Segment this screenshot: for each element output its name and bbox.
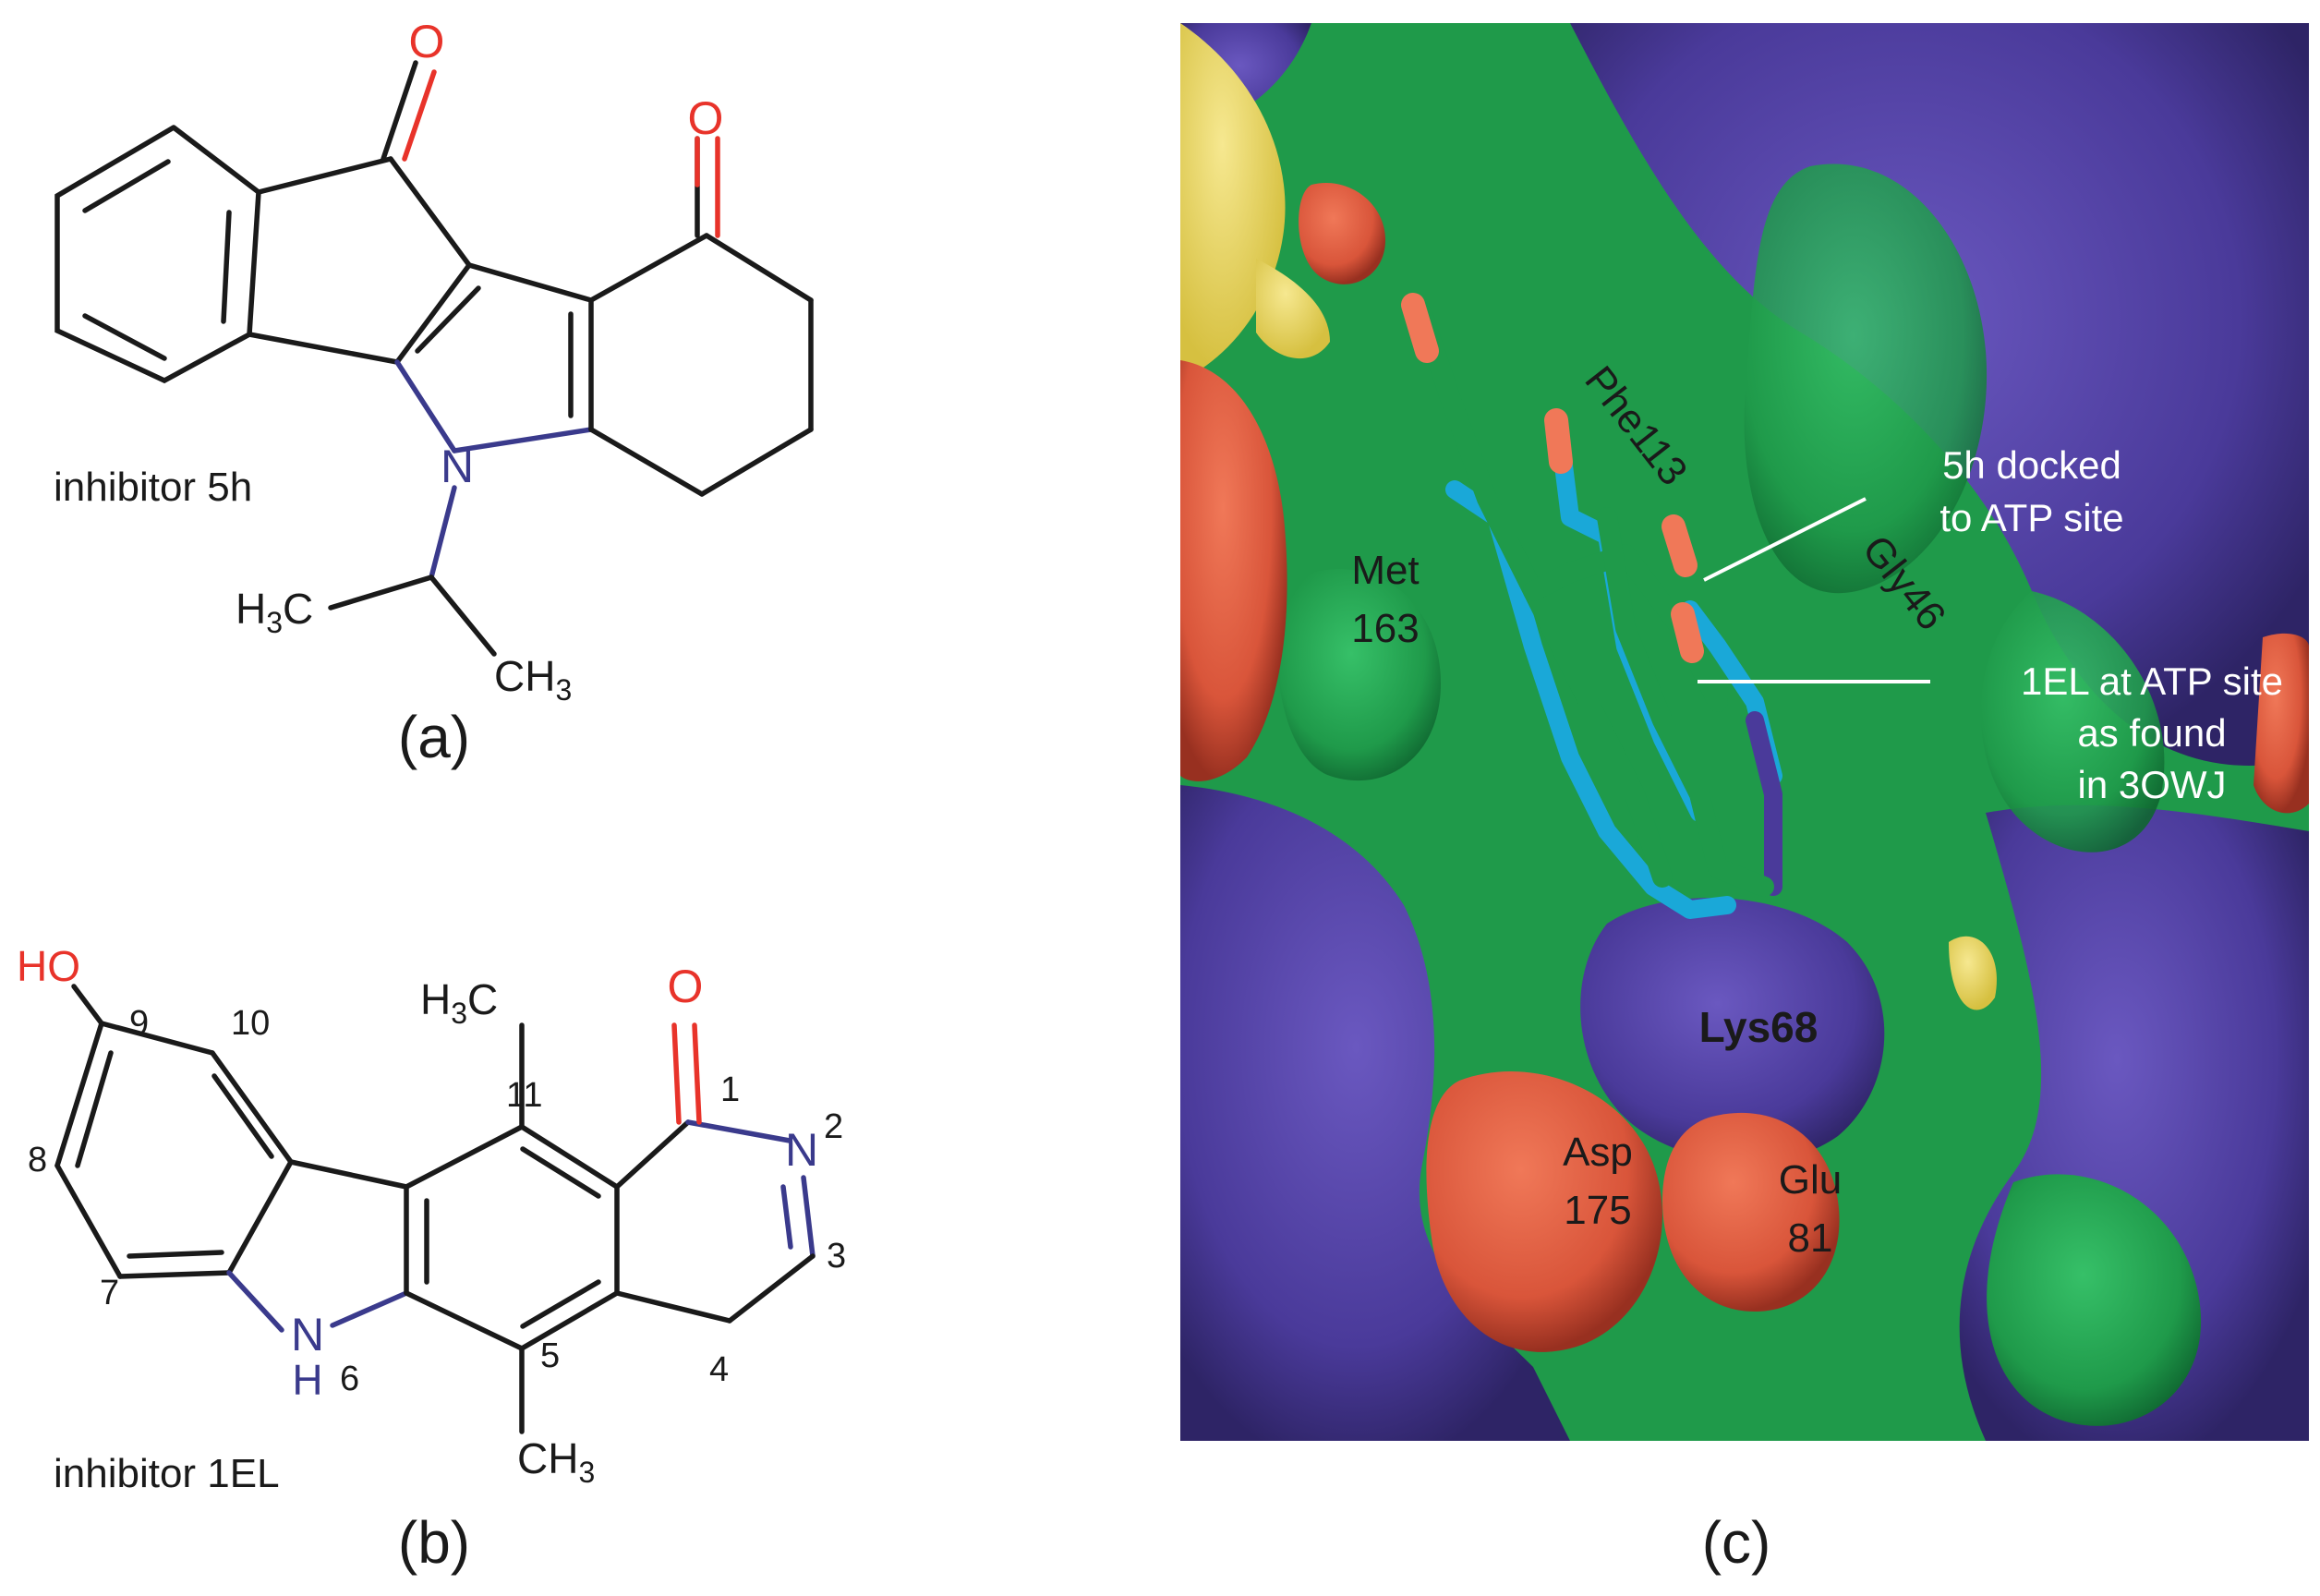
panel-b-atom-labels: HO O N N H H3C CH3 1 2 3 4 5 6 7 8 9 10 … xyxy=(17,942,846,1576)
callout-crystal-line2: as found xyxy=(2077,711,2226,755)
panel-a-caption: (a) xyxy=(398,704,470,770)
oxygen-label: O xyxy=(668,961,704,1012)
panel-b-caption: (b) xyxy=(398,1509,470,1576)
panel-c-ligands xyxy=(1401,293,1782,919)
residue-label-glu: Glu xyxy=(1779,1157,1842,1203)
position-number: 7 xyxy=(100,1274,119,1312)
position-number: 5 xyxy=(540,1336,560,1375)
position-number: 9 xyxy=(129,1004,149,1043)
residue-number-asp: 175 xyxy=(1564,1188,1631,1233)
residue-label-lys: Lys68 xyxy=(1699,1003,1819,1051)
hydroxyl-label: HO xyxy=(17,942,80,990)
residue-label-met: Met xyxy=(1351,548,1419,593)
panel-b-compound-name: inhibitor 1EL xyxy=(54,1451,280,1496)
position-number: 1 xyxy=(720,1070,740,1109)
panel-a-structure xyxy=(54,60,814,657)
panel-c-protein-surface xyxy=(1180,23,2309,1441)
position-number: 4 xyxy=(709,1350,729,1389)
methyl-label-top: H3C xyxy=(420,975,498,1030)
hydrogen-label: H xyxy=(292,1356,322,1404)
nitrogen-label: N xyxy=(785,1124,818,1176)
position-number: 2 xyxy=(824,1107,843,1146)
position-number: 8 xyxy=(28,1141,47,1179)
panel-a-atom-labels: O O N H3C CH3 inhibitor 5h (a) xyxy=(54,16,723,770)
position-number: 6 xyxy=(340,1360,359,1398)
position-number: 3 xyxy=(827,1237,846,1276)
methyl-label-left: H3C xyxy=(236,585,313,639)
panel-c-callout-lines xyxy=(1698,497,1930,683)
callout-docked-line2: to ATP site xyxy=(1939,496,2123,539)
oxygen-label: O xyxy=(688,92,724,144)
callout-crystal-line1: 1EL at ATP site xyxy=(2021,659,2283,703)
panel-b-structure xyxy=(54,984,816,1434)
residue-number-glu: 81 xyxy=(1788,1215,1833,1261)
callout-crystal-line3: in 3OWJ xyxy=(2077,763,2226,806)
nitrogen-label: N xyxy=(291,1309,324,1360)
residue-number-met: 163 xyxy=(1351,606,1419,651)
oxygen-label: O xyxy=(409,16,445,67)
position-number: 10 xyxy=(231,1004,270,1043)
callout-docked-line1: 5h docked xyxy=(1942,443,2121,487)
nitrogen-label: N xyxy=(441,441,474,492)
position-number: 11 xyxy=(506,1076,542,1115)
methyl-label-right: CH3 xyxy=(494,652,572,707)
residue-label-asp: Asp xyxy=(1563,1130,1633,1175)
panel-c-caption: (c) xyxy=(1702,1509,1771,1576)
methyl-label-bottom: CH3 xyxy=(517,1434,595,1489)
panel-a-compound-name: inhibitor 5h xyxy=(54,465,252,510)
